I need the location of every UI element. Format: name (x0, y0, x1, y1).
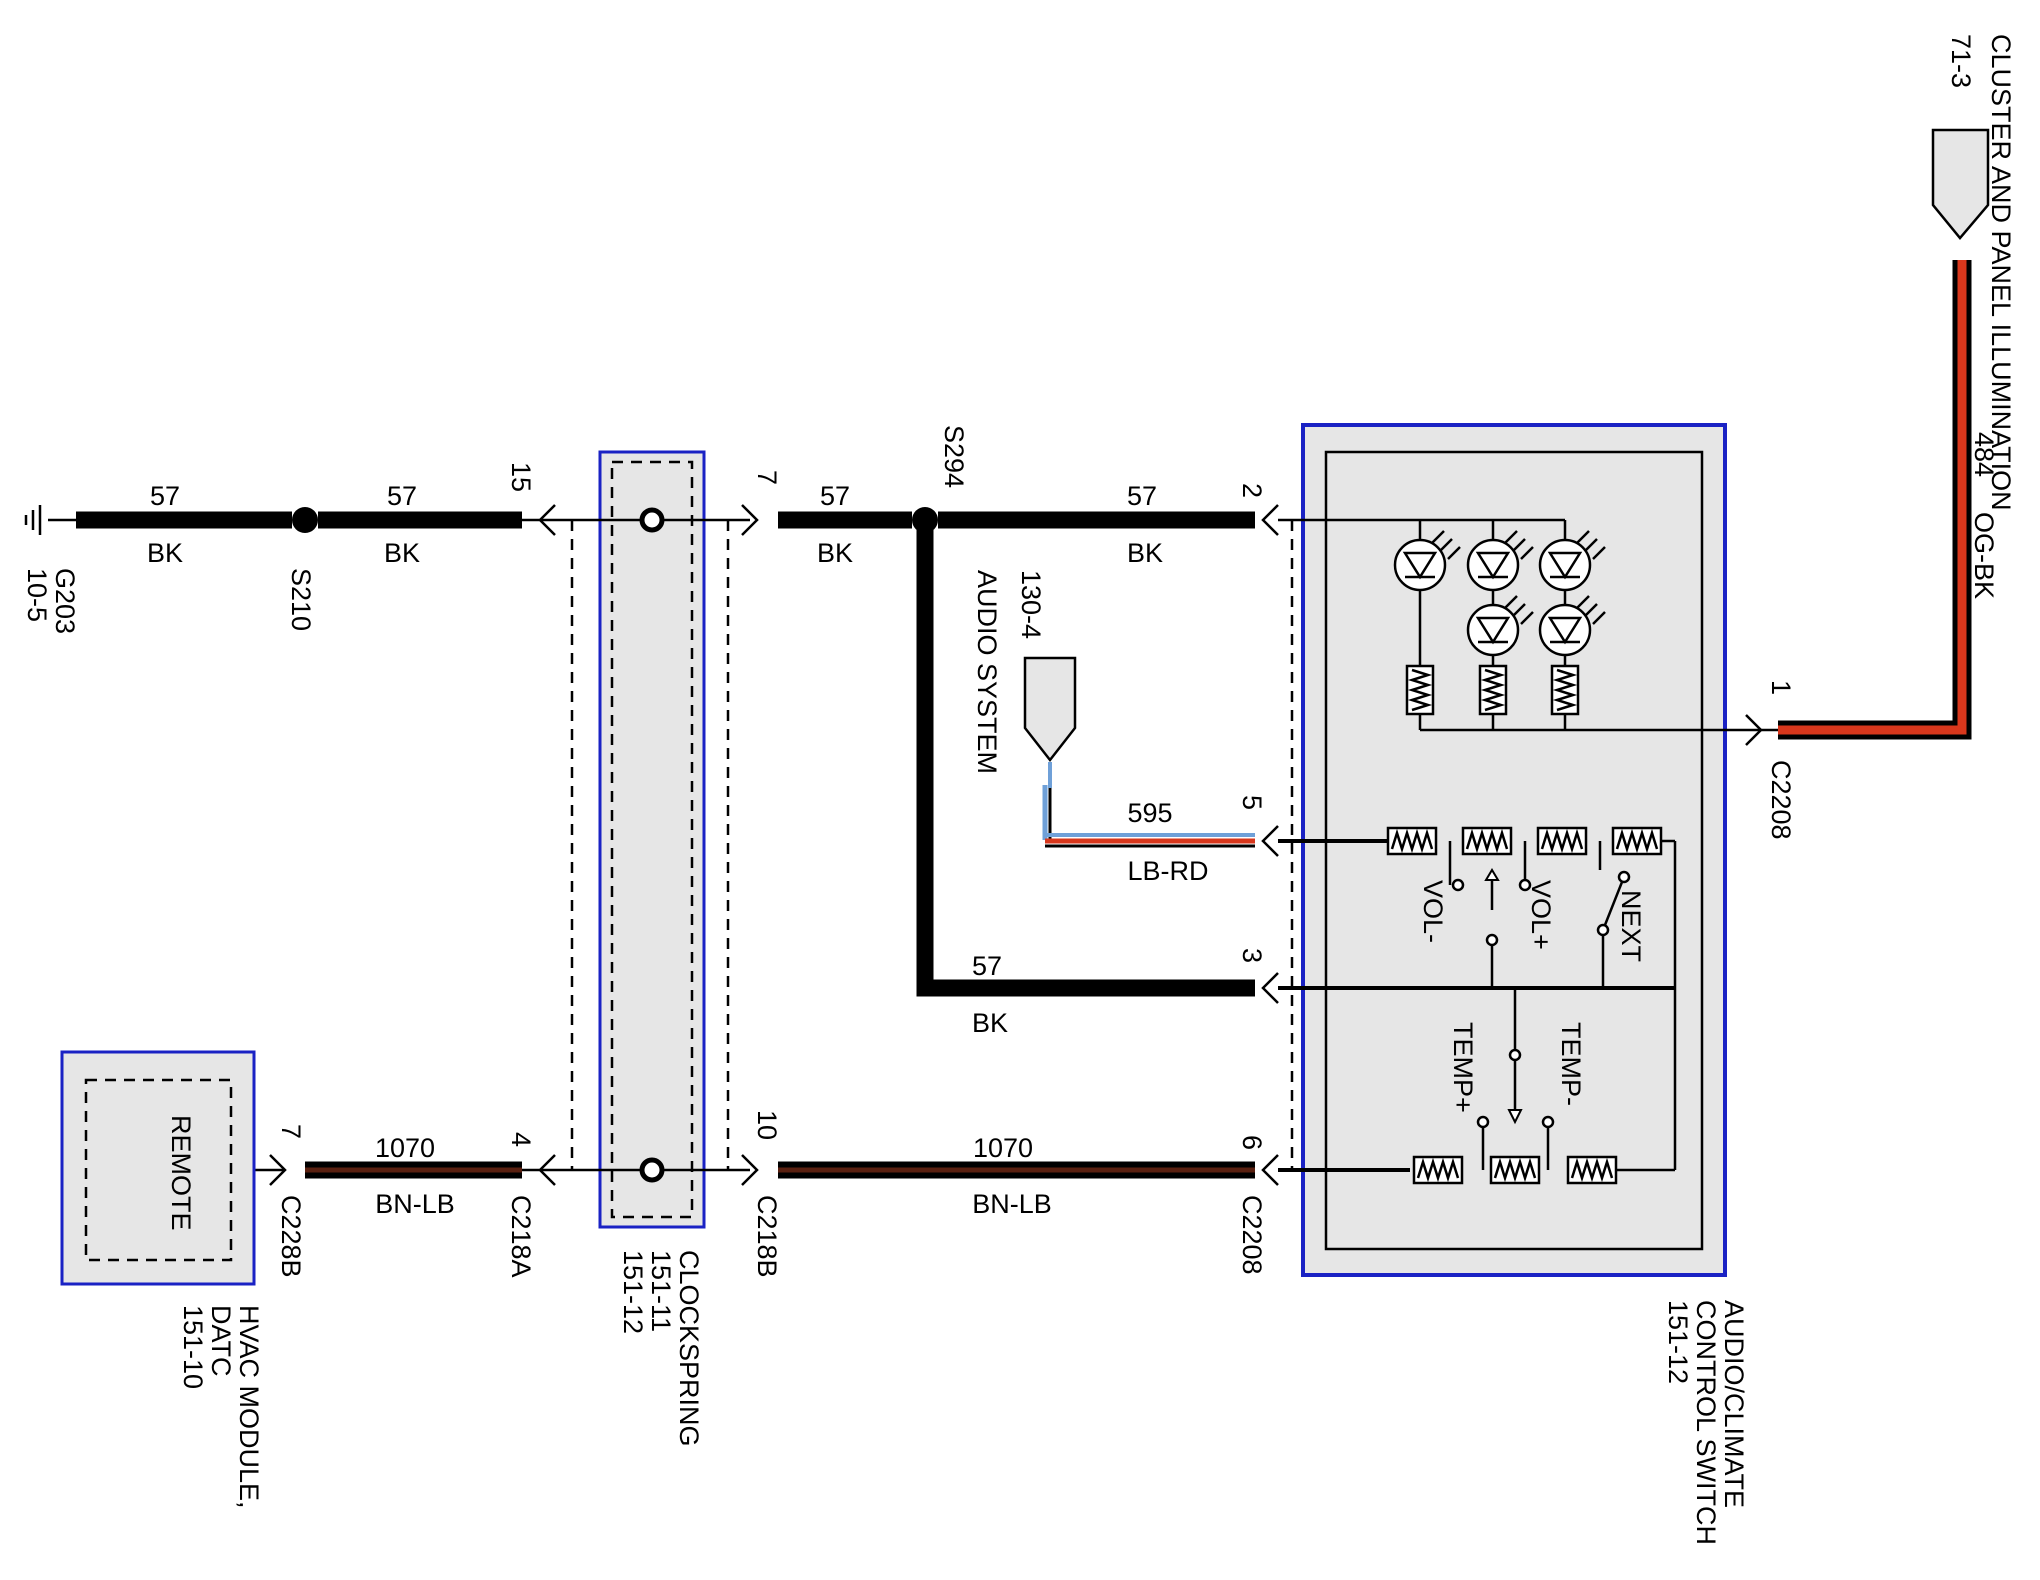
wire-label-circuit: 484 (1969, 432, 1999, 477)
pin-label: 7 (752, 470, 782, 485)
wire-label-circuit: 57 (820, 481, 850, 511)
wire-label-color: BK (1127, 538, 1163, 568)
connector-label: C2208 (1766, 760, 1796, 840)
resistor-icon (1550, 664, 1580, 716)
connector-label: C228B (276, 1195, 306, 1278)
splice-s210 (292, 507, 318, 533)
pin-label: 4 (506, 1132, 536, 1147)
audio-page: 130-4 (1016, 570, 1046, 639)
wire-label-color: BK (817, 538, 853, 568)
wire-label-color: BK (384, 538, 420, 568)
wire-label-color: BN-LB (972, 1189, 1052, 1219)
pin-label: 5 (1237, 795, 1267, 810)
resistor-icon (1478, 664, 1508, 716)
splice-label-s210: S210 (286, 568, 316, 631)
resistor-icon (1386, 826, 1438, 856)
wire-label-color: BN-LB (375, 1189, 455, 1219)
resistor-icon (1405, 664, 1435, 716)
wire-label-circuit: 1070 (973, 1133, 1033, 1163)
cluster-title: CLUSTER AND PANEL ILLUMINATION (1986, 34, 2016, 511)
clockspring-module (555, 450, 750, 1229)
audio-system-connector (1023, 656, 1255, 848)
splice-s294 (912, 507, 938, 533)
connector-label: C218B (752, 1195, 782, 1278)
ground-id: G203 (50, 568, 80, 634)
wire-label-color: OG-BK (1969, 512, 1999, 599)
resistor-icon (1536, 826, 1588, 856)
wire-label-color: BK (147, 538, 183, 568)
pin-label: 7 (276, 1124, 306, 1139)
hvac-title: DATC (206, 1305, 236, 1377)
wire-label-circuit: 57 (150, 481, 180, 511)
switch-module-title: CONTROL SWITCH (1691, 1300, 1721, 1545)
wire-label-circuit: 57 (972, 951, 1002, 981)
wire-label-circuit: 1070 (375, 1133, 435, 1163)
hvac-page: 151-10 (178, 1305, 208, 1389)
pin-label: 3 (1237, 948, 1267, 963)
resistor-icon (1611, 826, 1663, 856)
ground-page: 10-5 (22, 568, 52, 622)
switch-label: VOL+ (1526, 880, 1556, 950)
wire-label-color: LB-RD (1127, 856, 1208, 886)
clockspring-title: CLOCKSPRING (674, 1250, 704, 1447)
wire-s294-pin3 (916, 530, 1255, 997)
cluster-connector (1931, 128, 1990, 240)
switch-label: TEMP- (1556, 1022, 1586, 1106)
pin-label: 1 (1766, 680, 1796, 695)
switch-label: VOL- (1418, 880, 1448, 943)
switch-label: TEMP+ (1448, 1022, 1478, 1113)
connector-label: C2208 (1237, 1195, 1267, 1275)
wire-label-color: BK (972, 1008, 1008, 1038)
audio-title: AUDIO SYSTEM (972, 570, 1002, 774)
clockspring-page: 151-11 (646, 1250, 676, 1332)
splice-label-s294: S294 (939, 425, 969, 488)
hvac-inner-label: REMOTE (166, 1115, 196, 1231)
switch-label: NEXT (1616, 890, 1646, 962)
hvac-title: HVAC MODULE, (234, 1305, 264, 1509)
wire-label-circuit: 595 (1127, 798, 1172, 828)
resistor-icon (1566, 1155, 1618, 1185)
hvac-module (60, 1050, 256, 1286)
ground-symbol (24, 505, 76, 535)
wire-label-circuit: 57 (387, 481, 417, 511)
wire-label-circuit: 57 (1127, 481, 1157, 511)
resistor-icon (1412, 1155, 1464, 1185)
switch-module-title: AUDIO/CLIMATE (1719, 1300, 1749, 1508)
cluster-page: 71-3 (1946, 34, 1976, 88)
switch-module-page: 151-12 (1663, 1300, 1693, 1384)
resistor-icon (1489, 1155, 1541, 1185)
pin-label: 2 (1237, 483, 1267, 498)
pin-label: 10 (752, 1110, 782, 1140)
pin-label: 15 (506, 462, 536, 492)
wire-484-illum (1778, 260, 1972, 740)
clockspring-page: 151-12 (618, 1250, 648, 1334)
pin-label: 6 (1237, 1135, 1267, 1150)
connector-label: C218A (506, 1195, 536, 1278)
resistor-icon (1461, 826, 1513, 856)
